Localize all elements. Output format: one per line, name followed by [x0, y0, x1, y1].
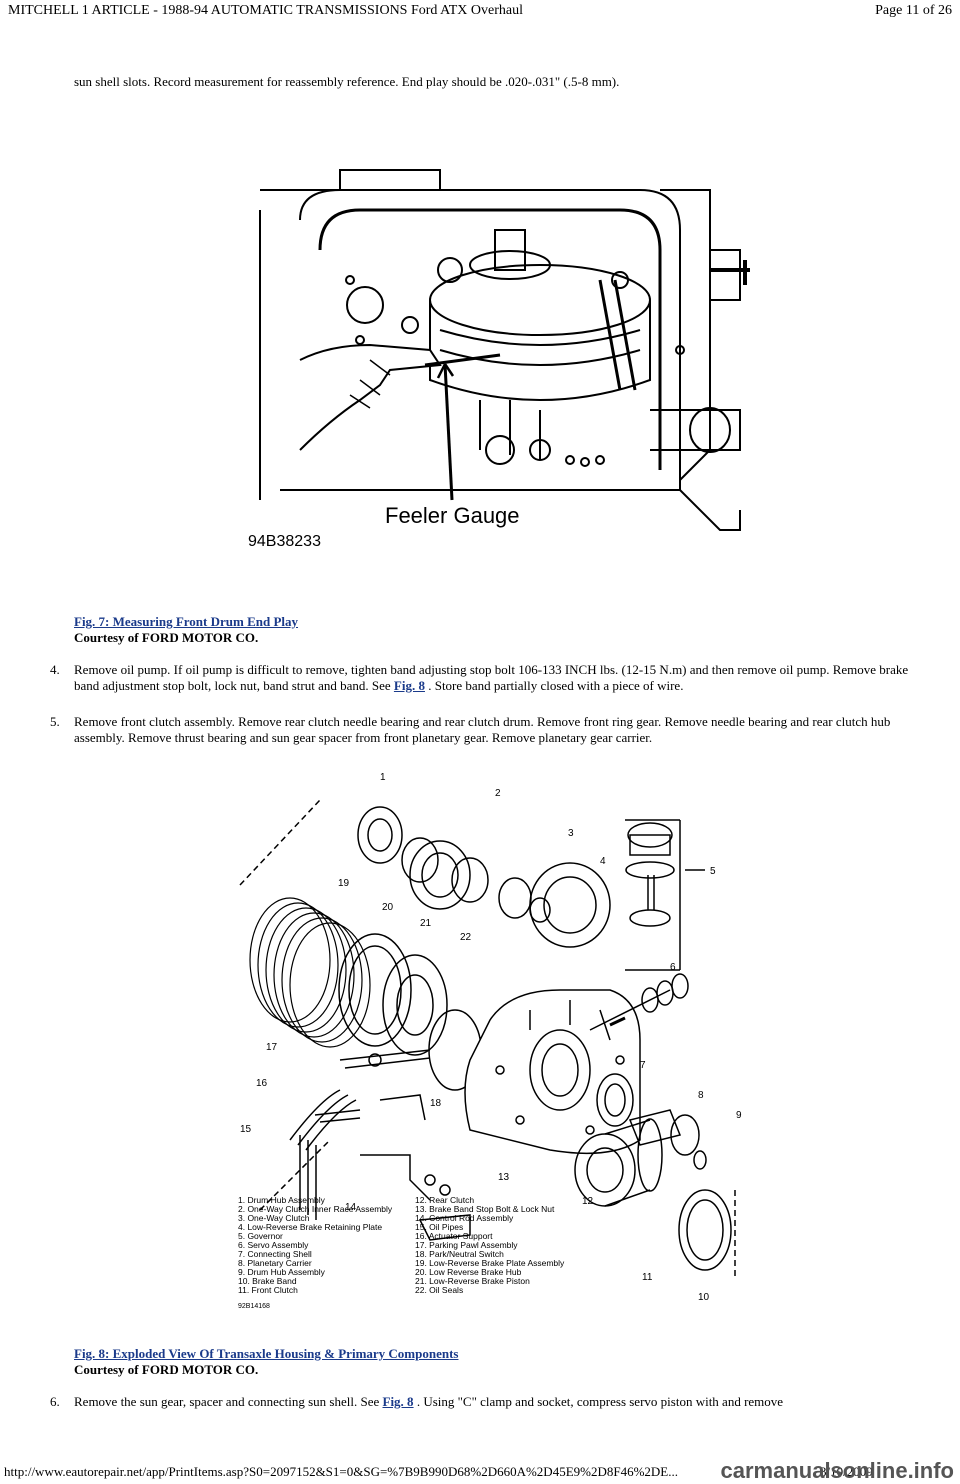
figure-8-illustration: 1 2 3 4 5 6 7 8 9 10 11 12 13 14 15 16 1…: [238, 772, 742, 1310]
figure-8-code: 92B14168: [238, 1303, 270, 1310]
legend-8: 8. Planetary Carrier: [238, 1258, 312, 1268]
legend-6: 6. Servo Assembly: [238, 1240, 309, 1250]
legend-3: 3. One-Way Clutch: [238, 1213, 310, 1223]
callout-19: 19: [338, 878, 350, 889]
step-6-text-b: . Using "C" clamp and socket, compress s…: [413, 1394, 784, 1409]
step-4: 4. Remove oil pump. If oil pump is diffi…: [50, 662, 910, 694]
figure-8-courtesy: Courtesy of FORD MOTOR CO.: [74, 1362, 259, 1377]
callout-22: 22: [460, 932, 472, 943]
callout-12: 12: [582, 1196, 594, 1207]
step-6-text-a: Remove the sun gear, spacer and connecti…: [74, 1394, 383, 1409]
intro-paragraph: sun shell slots. Record measurement for …: [74, 74, 620, 89]
step-5: 5. Remove front clutch assembly. Remove …: [50, 714, 910, 746]
callout-17: 17: [266, 1042, 278, 1053]
legend-15: 15. Oil Pipes: [415, 1222, 463, 1232]
legend-20: 20. Low Reverse Brake Hub: [415, 1267, 522, 1277]
figure-7-illustration: Feeler Gauge 94B38233: [248, 169, 750, 550]
legend-5: 5. Governor: [238, 1231, 283, 1241]
legend-21: 21. Low-Reverse Brake Piston: [415, 1276, 530, 1286]
figure-8-legend: 1. Drum Hub Assembly 2. One-Way Clutch I…: [238, 1195, 565, 1295]
callout-20: 20: [382, 902, 394, 913]
step-4-text-b: . Store band partially closed with a pie…: [424, 678, 684, 693]
callout-15: 15: [240, 1124, 252, 1135]
callout-10: 10: [698, 1292, 710, 1303]
step-6-text: Remove the sun gear, spacer and connecti…: [74, 1394, 910, 1410]
legend-14: 14. Control Rod Assembly: [415, 1213, 514, 1223]
step-4-text-a: Remove oil pump. If oil pump is difficul…: [74, 662, 909, 693]
legend-13: 13. Brake Band Stop Bolt & Lock Nut: [415, 1204, 555, 1214]
legend-19: 19. Low-Reverse Brake Plate Assembly: [415, 1258, 565, 1268]
step-5-number: 5.: [50, 714, 60, 729]
page-number: Page 11 of 26: [875, 3, 952, 18]
callout-8: 8: [698, 1090, 704, 1101]
document-title: MITCHELL 1 ARTICLE - 1988-94 AUTOMATIC T…: [8, 3, 523, 18]
figure-8-caption: Fig. 8: Exploded View Of Transaxle Housi…: [74, 1346, 458, 1378]
callout-14: 14: [345, 1202, 357, 1213]
legend-12: 12. Rear Clutch: [415, 1195, 474, 1205]
figure-7-link[interactable]: Fig. 7: Measuring Front Drum End Play: [74, 614, 299, 629]
page-footer: http://www.eautorepair.net/app/PrintItem…: [0, 1458, 960, 1484]
figure-8-link[interactable]: Fig. 8: Exploded View Of Transaxle Housi…: [74, 1346, 459, 1361]
legend-2: 2. One-Way Clutch Inner Race Assembly: [238, 1204, 393, 1214]
callout-21: 21: [420, 918, 432, 929]
step-6-number: 6.: [50, 1394, 60, 1409]
legend-16: 16. Actuator Support: [415, 1231, 493, 1241]
callout-13: 13: [498, 1172, 510, 1183]
step-6: 6. Remove the sun gear, spacer and conne…: [50, 1394, 910, 1410]
callout-11: 11: [642, 1272, 653, 1283]
callout-2: 2: [495, 788, 501, 799]
callout-6: 6: [670, 962, 676, 973]
callout-5: 5: [710, 866, 716, 877]
legend-10: 10. Brake Band: [238, 1276, 297, 1286]
page-header: MITCHELL 1 ARTICLE - 1988-94 AUTOMATIC T…: [0, 0, 960, 22]
figure-7-code: 94B38233: [248, 533, 321, 550]
callout-3: 3: [568, 828, 574, 839]
watermark: carmanualsonline.info: [720, 1458, 955, 1483]
callout-18: 18: [430, 1098, 442, 1109]
legend-22: 22. Oil Seals: [415, 1285, 463, 1295]
footer-date: 3/10/2009: [820, 1464, 873, 1479]
figure-7-caption: Fig. 7: Measuring Front Drum End Play Co…: [74, 614, 298, 646]
feeler-gauge-label: Feeler Gauge: [385, 503, 520, 528]
callout-16: 16: [256, 1078, 268, 1089]
step-5-text: Remove front clutch assembly. Remove rea…: [74, 714, 891, 745]
callout-1: 1: [380, 772, 386, 783]
legend-9: 9. Drum Hub Assembly: [238, 1267, 326, 1277]
legend-4: 4. Low-Reverse Brake Retaining Plate: [238, 1222, 382, 1232]
legend-11: 11. Front Clutch: [238, 1285, 298, 1295]
legend-18: 18. Park/Neutral Switch: [415, 1249, 504, 1259]
step-4-text: Remove oil pump. If oil pump is difficul…: [74, 662, 910, 694]
footer-url: http://www.eautorepair.net/app/PrintItem…: [4, 1464, 678, 1479]
legend-17: 17. Parking Pawl Assembly: [415, 1240, 518, 1250]
legend-7: 7. Connecting Shell: [238, 1249, 312, 1259]
callout-7: 7: [640, 1060, 646, 1071]
fig-8-link-step4[interactable]: Fig. 8: [393, 678, 425, 693]
fig-8-link-step6[interactable]: Fig. 8: [382, 1394, 414, 1409]
callout-9: 9: [736, 1110, 742, 1121]
legend-1: 1. Drum Hub Assembly: [238, 1195, 326, 1205]
callout-4: 4: [600, 856, 606, 867]
step-4-number: 4.: [50, 662, 60, 677]
figure-7-courtesy: Courtesy of FORD MOTOR CO.: [74, 630, 259, 645]
